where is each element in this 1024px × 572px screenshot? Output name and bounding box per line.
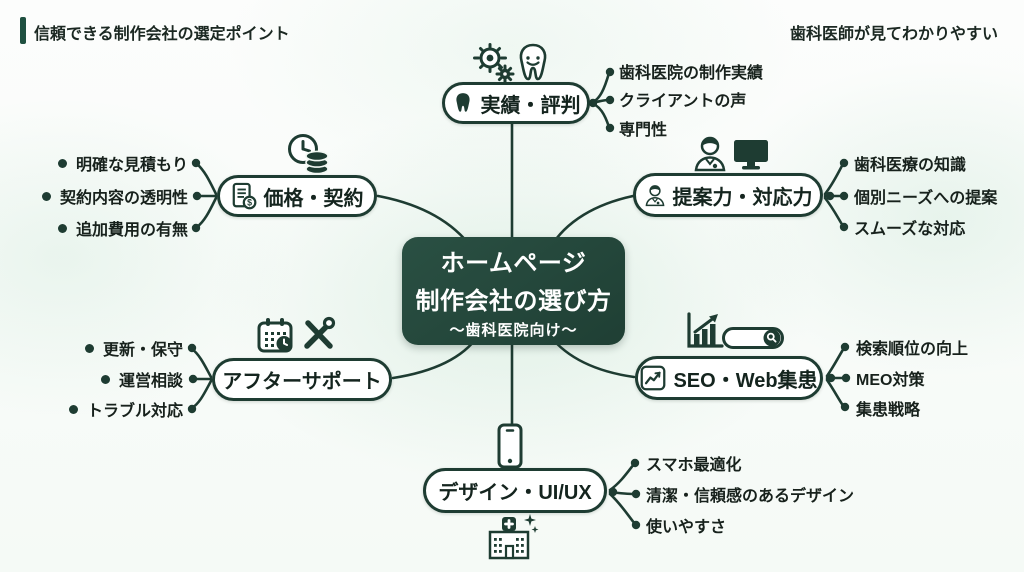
node-seo-web: SEO・Web集患	[635, 356, 823, 400]
branch-item-label: 運営相談	[118, 373, 183, 390]
gears-icon	[472, 40, 516, 84]
invoice-dollar-icon: $	[232, 182, 256, 210]
node-track-record: 実績・評判	[442, 82, 590, 124]
branch-item: 更新・保守	[84, 339, 183, 359]
branch-item-label: 更新・保守	[102, 342, 183, 359]
tooth-icon	[455, 93, 470, 112]
bullet-dot	[57, 223, 67, 233]
node-after-support: アフターサポート	[212, 358, 392, 401]
header-subtitle: 歯科医師が見てわかりやすい	[789, 26, 998, 43]
node-label: 価格・契約	[263, 187, 364, 210]
branch-item: 追加費用の有無	[57, 219, 188, 239]
branch-item-label: 明確な見積もり	[75, 157, 188, 174]
branch-item-label: 契約内容の透明性	[59, 190, 188, 207]
bullet-dot	[57, 158, 67, 168]
header-accent-bar	[20, 17, 26, 44]
branch-item: MEO対策	[856, 372, 925, 389]
branch-item: クライアントの声	[619, 93, 747, 110]
center-title-line3: 〜歯科医院向け〜	[449, 321, 578, 339]
branch-item: 専門性	[619, 122, 668, 139]
branch-item: 検索順位の向上	[856, 341, 969, 358]
svg-text:$: $	[247, 198, 252, 208]
branch-item: 明確な見積もり	[57, 154, 188, 174]
bullet-dot	[41, 191, 51, 201]
branch-item: トラブル対応	[68, 400, 183, 420]
node-label: SEO・Web集患	[673, 369, 818, 392]
branch-item: 集患戦略	[856, 402, 921, 419]
branch-item: 契約内容の透明性	[41, 187, 188, 207]
search-bar-icon	[722, 327, 784, 349]
branch-item: 歯科医療の知識	[854, 157, 967, 174]
node-label: アフターサポート	[222, 371, 382, 393]
bullet-dot	[84, 343, 94, 353]
node-design-uiux: デザイン・UI/UX	[423, 468, 607, 513]
monitor-icon	[732, 138, 770, 172]
branch-item: スマホ最適化	[646, 457, 742, 474]
bullet-dot	[68, 404, 78, 414]
branch-item: スムーズな対応	[854, 221, 966, 238]
center-topic-box: ホームページ 制作会社の選び方 〜歯科医院向け〜	[402, 237, 625, 345]
tooth-smile-icon	[513, 42, 553, 84]
smartphone-icon	[495, 423, 525, 469]
calendar-clock-icon	[256, 316, 296, 354]
crossed-tools-icon	[298, 314, 338, 354]
node-proposal-response: 提案力・対応力	[633, 173, 823, 217]
clinic-building-icon	[482, 512, 540, 560]
bar-chart-arrow-icon	[682, 310, 726, 352]
branch-item-label: 追加費用の有無	[75, 222, 188, 239]
center-title-line1: ホームページ	[440, 249, 587, 277]
center-title-line2: 制作会社の選び方	[415, 287, 612, 315]
bullet-dot	[100, 374, 110, 384]
node-label: 実績・評判	[480, 94, 581, 117]
node-label: 提案力・対応力	[672, 186, 813, 209]
node-price-contract: $ 価格・契約	[217, 175, 377, 217]
doctor-icon	[645, 185, 664, 207]
line-chart-icon	[641, 365, 666, 391]
branch-item: 清潔・信頼感のあるデザイン	[646, 488, 855, 505]
coins-icon	[302, 150, 332, 176]
page-title: 信頼できる制作会社の選定ポイント	[34, 26, 290, 43]
branch-item: 個別ニーズへの提案	[854, 190, 998, 207]
node-label: デザイン・UI/UX	[438, 482, 592, 504]
doctor-icon	[692, 134, 728, 172]
branch-item: 使いやすさ	[646, 519, 727, 536]
branch-item: 歯科医院の制作実績	[619, 65, 764, 82]
branch-item: 運営相談	[100, 370, 183, 390]
branch-item-label: トラブル対応	[86, 403, 183, 420]
